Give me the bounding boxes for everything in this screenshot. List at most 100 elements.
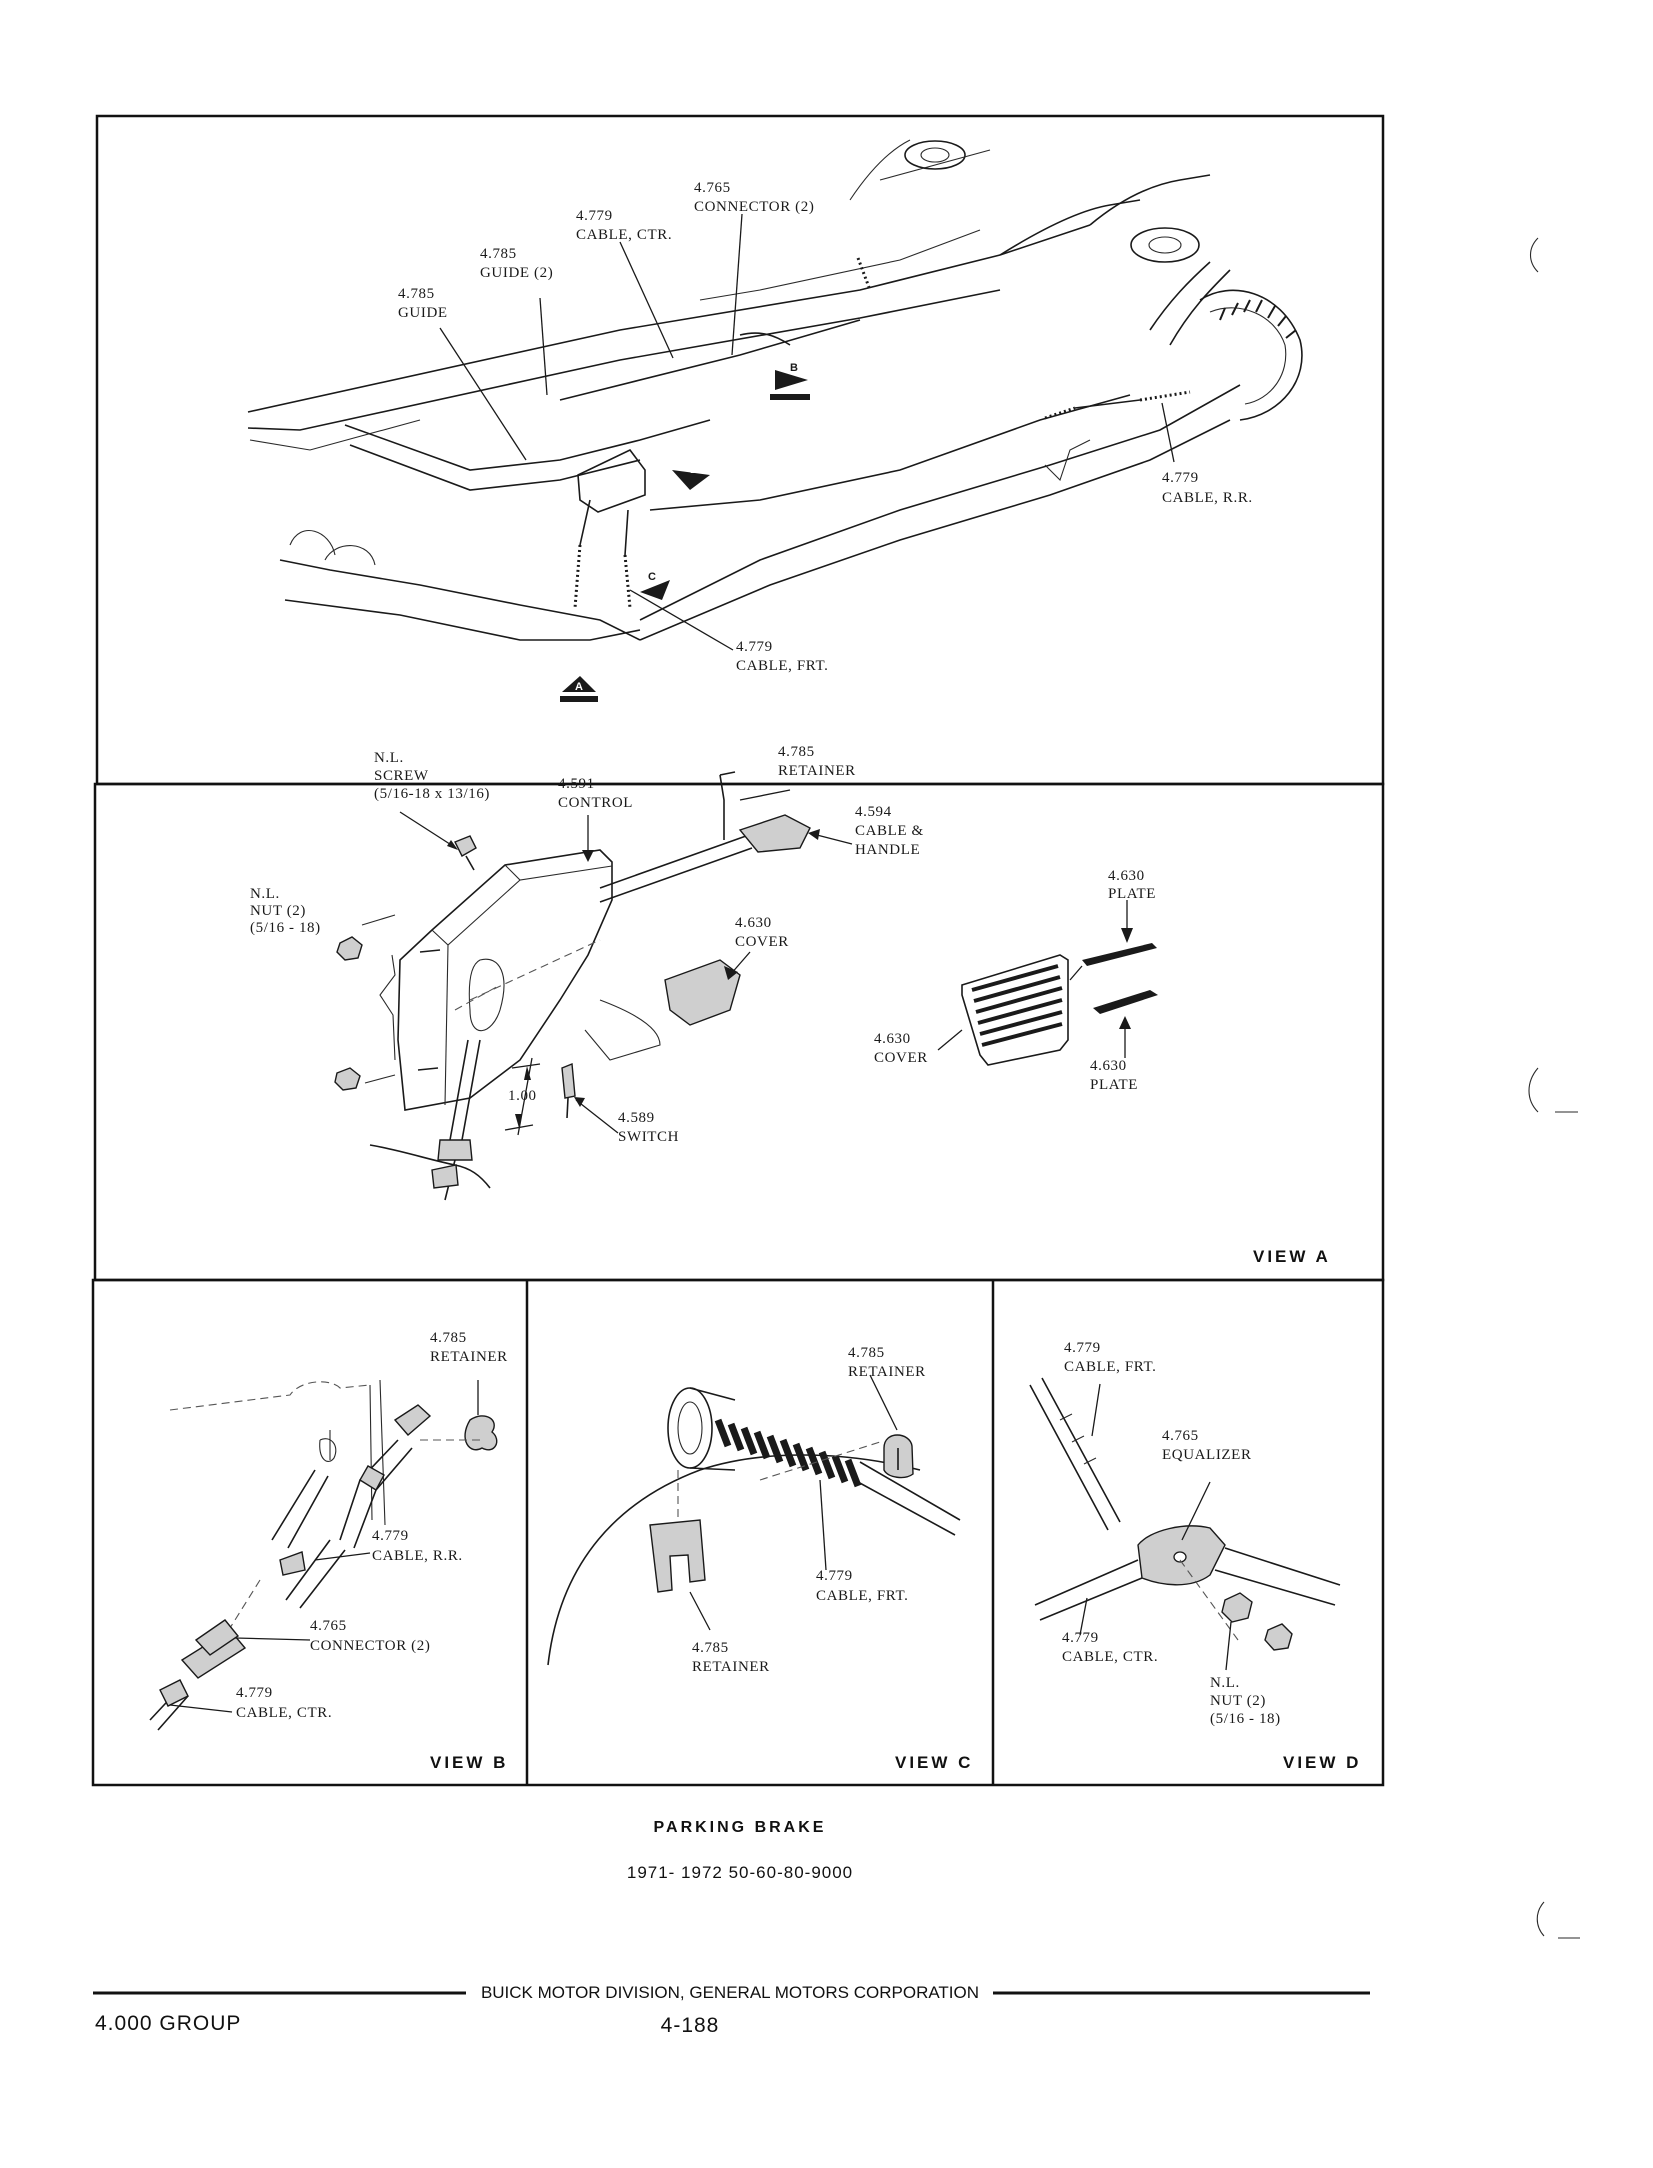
callout-text: RETAINER (778, 763, 856, 779)
callout-number: 4.594 (855, 804, 892, 820)
view-marker-a: A (560, 676, 598, 702)
view-marker-c: C (640, 571, 670, 600)
callout-text: CABLE, CTR. (236, 1705, 332, 1721)
view-marker-d: D (672, 464, 710, 490)
callout-text: RETAINER (430, 1349, 508, 1365)
view-d-leaders (1079, 1383, 1232, 1671)
callout-text: PLATE (1090, 1077, 1138, 1093)
callout-text: CABLE, CTR. (1062, 1649, 1158, 1665)
callout-text: SCREW (374, 768, 429, 784)
view-a-leaders (399, 789, 853, 1134)
callout-spec: (5/16 - 18) (250, 920, 321, 936)
callout-switch-view-a: 4.589 SWITCH (618, 1110, 679, 1145)
svg-text:D: D (690, 464, 698, 476)
callout-text: CONTROL (558, 795, 633, 811)
callout-control-view-a: 4.591 CONTROL (558, 776, 633, 811)
callout-number: 4.779 (1062, 1630, 1099, 1646)
callout-text: RETAINER (692, 1659, 770, 1675)
svg-text:A: A (575, 681, 583, 693)
callout-number: 4.779 (736, 639, 773, 655)
callout-text: CABLE, FRT. (736, 658, 829, 674)
callout-text: SWITCH (618, 1129, 679, 1145)
callout-cable-ctr-main: 4.779 CABLE, CTR. (576, 208, 672, 243)
callout-number: 4.779 (1064, 1340, 1101, 1356)
callout-connector-view-b: 4.765 CONNECTOR (2) (310, 1618, 430, 1654)
callout-text: RETAINER (848, 1364, 926, 1380)
callout-cover-right-view-a: 4.630 COVER (874, 1031, 928, 1066)
callout-number: N.L. (250, 886, 280, 902)
callout-number: 4.785 (692, 1640, 729, 1656)
callout-cable-frt-view-d: 4.779 CABLE, FRT. (1064, 1340, 1157, 1375)
callout-cable-ctr-view-b: 4.779 CABLE, CTR. (236, 1685, 332, 1721)
callout-cover-view-a: 4.630 COVER (735, 915, 789, 950)
callout-number: 4.630 (1090, 1058, 1127, 1074)
view-a-title: VIEW A (1253, 1247, 1331, 1266)
dimension-label: 1.00 (508, 1088, 537, 1104)
callout-text: CONNECTOR (2) (310, 1638, 430, 1654)
callout-equalizer-view-d: 4.765 EQUALIZER (1162, 1428, 1252, 1463)
callout-plate-bottom-view-a: 4.630 PLATE (1090, 1058, 1138, 1093)
callout-number: 4.765 (310, 1618, 347, 1634)
callout-nut-view-d: N.L. NUT (2) (5/16 - 18) (1210, 1675, 1280, 1727)
view-d-panel: 4.779 CABLE, FRT. 4.765 EQUALIZER 4.779 … (1029, 1340, 1361, 1772)
callout-number: 4.785 (480, 246, 517, 262)
callout-number: 4.785 (848, 1345, 885, 1361)
callout-retainer-top-view-c: 4.785 RETAINER (848, 1345, 926, 1380)
callout-screw-view-a: N.L. SCREW (5/16-18 x 13/16) (374, 750, 489, 802)
callout-number: 4.630 (735, 915, 772, 931)
callout-number: 4.765 (694, 180, 731, 196)
callout-number: 4.785 (430, 1330, 467, 1346)
callout-nut-view-a: N.L. NUT (2) (5/16 - 18) (250, 886, 321, 936)
callout-text: NUT (2) (250, 903, 306, 919)
callout-cable-frt-view-c: 4.779 CABLE, FRT. (816, 1568, 909, 1604)
callout-number: 4.779 (236, 1685, 273, 1701)
callout-cable-handle-view-a: 4.594 CABLE & HANDLE (855, 804, 924, 858)
callout-text: GUIDE (398, 305, 448, 321)
callout-text: CABLE, CTR. (576, 227, 672, 243)
callout-guide-main: 4.785 GUIDE (398, 286, 448, 321)
callout-retainer-view-b: 4.785 RETAINER (430, 1330, 508, 1365)
callout-number: 4.779 (372, 1528, 409, 1544)
callout-text: CABLE, FRT. (1064, 1359, 1157, 1375)
view-d-illustration (1029, 1377, 1341, 1651)
view-b-leaders (169, 1380, 479, 1713)
callout-text: CONNECTOR (2) (694, 199, 814, 215)
view-a-panel: N.L. SCREW (5/16-18 x 13/16) 4.591 CONTR… (250, 744, 1331, 1266)
caption-title: PARKING BRAKE (654, 1819, 827, 1836)
callout-number: N.L. (374, 750, 404, 766)
main-view-leaders (439, 213, 1175, 651)
callout-text: COVER (874, 1050, 928, 1066)
callout-number: 4.785 (398, 286, 435, 302)
callout-text: EQUALIZER (1162, 1447, 1252, 1463)
callout-retainer-bottom-view-c: 4.785 RETAINER (692, 1640, 770, 1675)
main-view-panel: 4.765 CONNECTOR (2) 4.779 CABLE, CTR. 4.… (247, 139, 1303, 702)
view-b-panel: 4.785 RETAINER 4.779 CABLE, R.R. 4.765 C… (149, 1330, 508, 1772)
cover-and-plates-illustration (937, 900, 1158, 1066)
callout-text: CABLE, R.R. (372, 1548, 463, 1564)
binder-marks (1528, 237, 1580, 1939)
callout-text: CABLE & (855, 823, 924, 839)
callout-text: COVER (735, 934, 789, 950)
callout-text: CABLE, FRT. (816, 1588, 909, 1604)
callout-number: 4.779 (816, 1568, 853, 1584)
callout-number: 4.785 (778, 744, 815, 760)
footer-division: BUICK MOTOR DIVISION, GENERAL MOTORS COR… (481, 1983, 979, 2002)
callout-number: 4.630 (1108, 868, 1145, 884)
callout-cable-ctr-view-d: 4.779 CABLE, CTR. (1062, 1630, 1158, 1665)
callout-connector-main: 4.765 CONNECTOR (2) (694, 180, 814, 215)
caption-models: 1971- 1972 50-60-80-9000 (627, 1863, 853, 1882)
view-c-illustration (547, 1387, 961, 1666)
callout-number: 4.779 (576, 208, 613, 224)
callout-text: HANDLE (855, 842, 920, 858)
view-d-title: VIEW D (1283, 1753, 1361, 1772)
callout-number: 4.779 (1162, 470, 1199, 486)
view-marker-b: B (770, 362, 810, 400)
callout-cable-frt-main: 4.779 CABLE, FRT. (736, 639, 829, 674)
page-footer: BUICK MOTOR DIVISION, GENERAL MOTORS COR… (93, 1983, 1370, 2037)
callout-text: PLATE (1108, 886, 1156, 902)
callout-number: 4.591 (558, 776, 595, 792)
callout-cable-rr-main: 4.779 CABLE, R.R. (1162, 470, 1252, 506)
view-c-panel: 4.785 RETAINER 4.779 CABLE, FRT. 4.785 R… (547, 1345, 970, 1772)
callout-number: N.L. (1210, 1675, 1240, 1691)
